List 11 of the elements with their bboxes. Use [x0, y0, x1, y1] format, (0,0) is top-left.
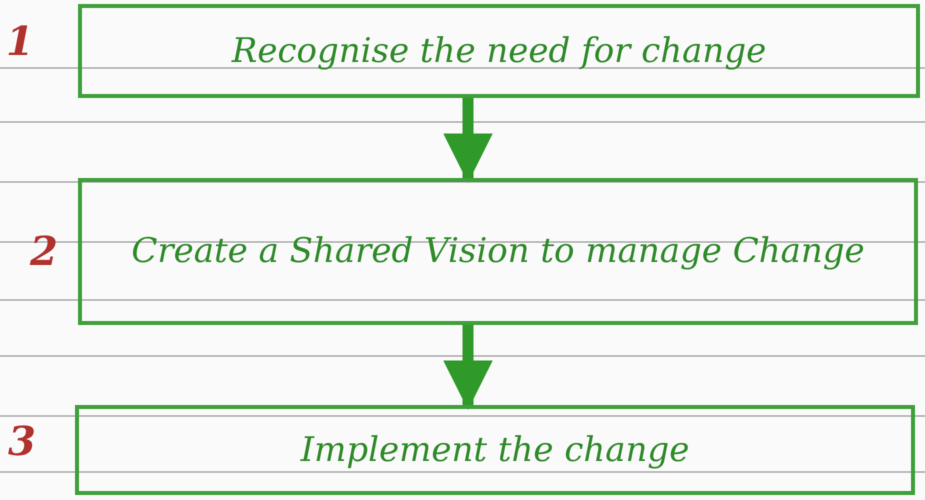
step-box: [78, 178, 918, 325]
step-number: 2: [30, 228, 58, 275]
step-text: Create a Shared Vision to manage Change: [131, 230, 865, 273]
step-number: 1: [6, 18, 34, 65]
arrow: [443, 98, 493, 183]
step-text: Implement the change: [300, 428, 690, 472]
step-box: [75, 405, 915, 495]
step-number: 3: [8, 418, 36, 465]
step-text: Recognise the need for change: [232, 30, 766, 72]
arrow: [443, 325, 493, 410]
step-box: [78, 4, 920, 98]
